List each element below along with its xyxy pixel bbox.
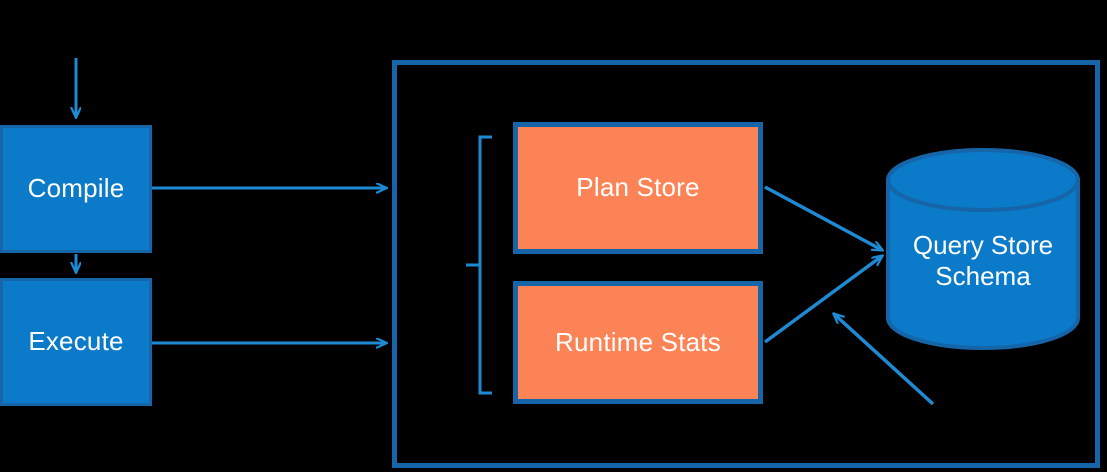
execute-label: Execute	[28, 326, 124, 357]
runtime-stats-label: Runtime Stats	[555, 326, 721, 357]
execute-box[interactable]: Execute	[0, 278, 152, 406]
plan-store-box[interactable]: Plan Store	[513, 122, 763, 254]
compile-label: Compile	[27, 173, 125, 204]
compile-box[interactable]: Compile	[0, 125, 152, 253]
runtime-stats-box[interactable]: Runtime Stats	[513, 281, 763, 404]
query-store-container	[392, 60, 1100, 468]
plan-store-label: Plan Store	[576, 172, 700, 203]
